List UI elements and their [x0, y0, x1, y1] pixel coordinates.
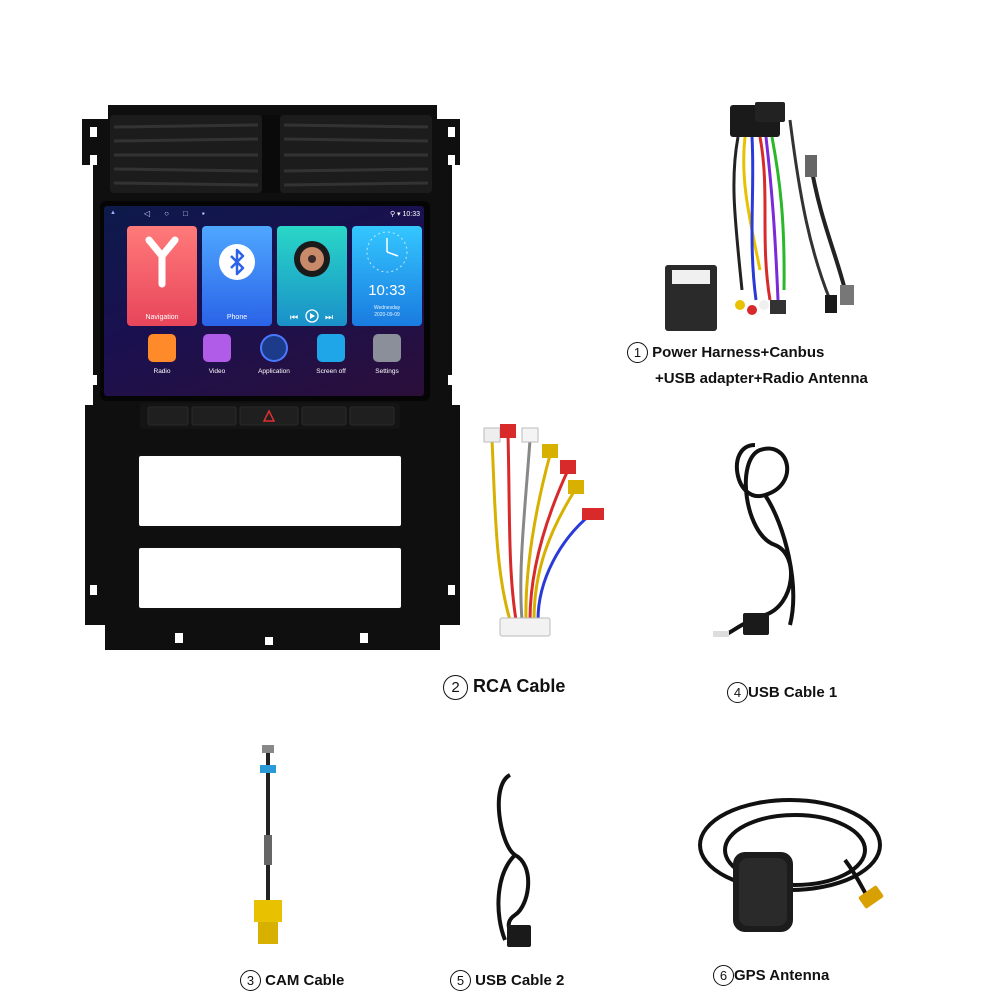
caption-item-1: 1 Power Harness+Canbus +USB adapter+Radi… — [627, 340, 868, 392]
gear-icon — [373, 334, 401, 362]
usb-cable-2-image — [496, 773, 531, 947]
clock-date: 2020-09-09 — [374, 312, 400, 318]
navigation-card[interactable]: Navigation — [127, 226, 197, 326]
caption-number: 4 — [727, 682, 748, 703]
clock-time: 10:33 — [368, 282, 406, 299]
caption-number: 2 — [443, 675, 468, 700]
android-screen: ▲ ◁○□▪ ⚲ ▾ 10:33 Navigation Phone ⏮ ⏭ — [104, 206, 424, 396]
app-application[interactable]: Application — [249, 334, 299, 384]
caption-item-3: 3 CAM Cable — [240, 970, 344, 991]
app-screen-off[interactable]: Screen off — [306, 334, 356, 384]
app-video-label: Video — [208, 368, 226, 375]
gps-antenna-image — [698, 798, 884, 932]
app-radio-label: Radio — [153, 368, 171, 375]
caption-text: USB Cable 2 — [475, 972, 565, 989]
prev-icon: ⏮ — [290, 312, 298, 322]
status-time: ⚲ ▾ 10:33 — [389, 211, 420, 218]
caption-number: 3 — [240, 970, 261, 991]
back-icon[interactable]: ◁ — [144, 209, 165, 218]
power-harness-image — [665, 102, 854, 331]
app-radio[interactable]: Radio — [137, 334, 187, 384]
recents-icon[interactable]: □ — [183, 209, 202, 218]
app-video[interactable]: Video — [192, 334, 242, 384]
bluetooth-icon — [219, 244, 255, 280]
rca-cable-image — [483, 424, 604, 637]
status-bar: ▲ ◁○□▪ ⚲ ▾ 10:33 — [104, 206, 424, 222]
app-screen-off-label: Screen off — [316, 368, 346, 375]
application-icon — [260, 334, 288, 362]
music-card[interactable]: ⏮ ⏭ — [277, 226, 347, 326]
nav-buttons: ◁○□▪ — [144, 209, 219, 218]
phone-label: Phone — [226, 314, 248, 321]
status-indicator-icon: ▲ — [110, 210, 116, 216]
video-icon — [203, 334, 231, 362]
clock-day: Wednesday — [373, 305, 401, 311]
caption-text: CAM Cable — [265, 972, 345, 989]
caption-text-line2: +USB adapter+Radio Antenna — [655, 370, 868, 387]
usb-cable-1-image — [713, 443, 796, 637]
phone-card[interactable]: Phone — [202, 226, 272, 326]
caption-item-5: 5 USB Cable 2 — [450, 970, 564, 991]
app-settings-label: Settings — [375, 368, 399, 375]
analog-clock-icon — [366, 231, 408, 273]
caption-text: GPS Antenna — [734, 967, 830, 984]
caption-text: USB Cable 1 — [748, 684, 838, 701]
cam-cable-image — [254, 745, 282, 944]
caption-number: 5 — [450, 970, 471, 991]
play-icon — [305, 309, 319, 323]
caption-number: 6 — [713, 965, 734, 986]
caption-text-line1: Power Harness+Canbus — [652, 344, 825, 361]
caption-text: RCA Cable — [473, 676, 566, 696]
music-album-art: ⏮ ⏭ — [290, 241, 333, 323]
app-application-label: Application — [258, 368, 290, 375]
app-settings[interactable]: Settings — [362, 334, 412, 384]
power-icon — [317, 334, 345, 362]
navigation-icon — [145, 236, 179, 288]
home-icon[interactable]: ○ — [164, 209, 183, 218]
notify-icon: ▪ — [201, 209, 219, 218]
next-icon: ⏭ — [325, 312, 333, 322]
navigation-label: Navigation — [145, 314, 179, 321]
clock-card[interactable]: 10:33 Wednesday 2020-09-09 — [352, 226, 422, 326]
caption-item-2: 2 RCA Cable — [443, 675, 565, 700]
radio-icon — [148, 334, 176, 362]
caption-number: 1 — [627, 342, 648, 363]
